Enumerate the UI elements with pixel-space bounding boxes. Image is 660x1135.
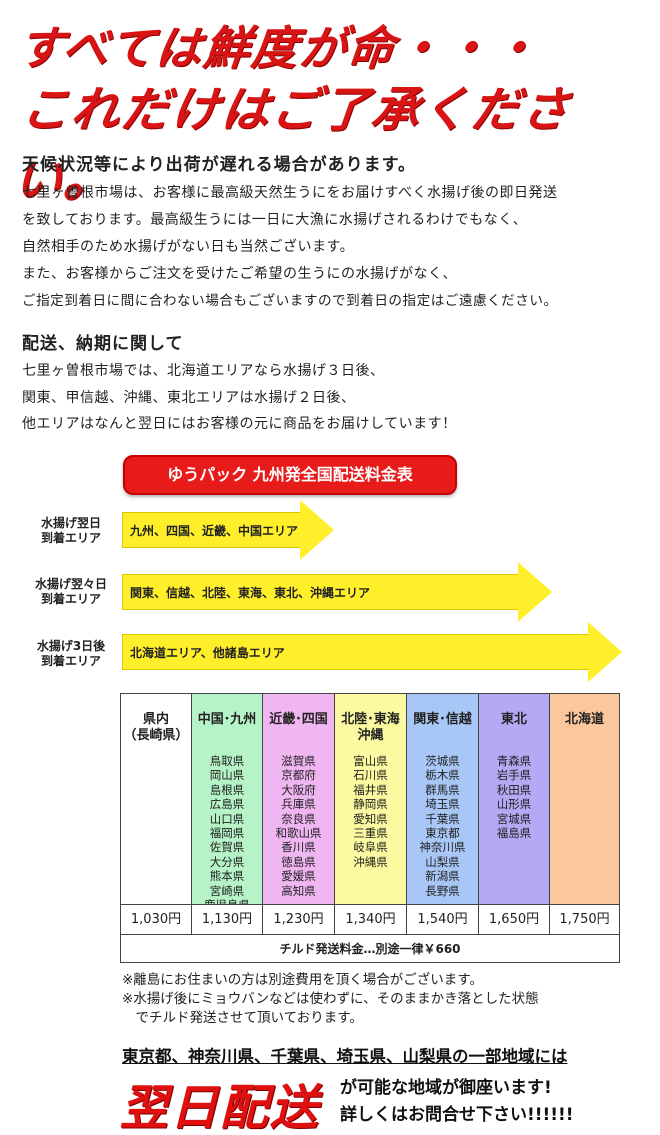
arrow-label-line: 水揚げ翌日 [40,516,101,530]
arrow-text: 北海道エリア、他諸島エリア [130,646,285,660]
arrow-text: 関東、信越、北陸、東海、東北、沖縄エリア [130,586,371,600]
arrow-label-two-days: 水揚げ翌々日 到着エリア [28,577,114,607]
weather-line-2: を致しております。最高級生うには一日に大漁に水揚げされるわけでもなく、 [22,212,528,228]
delivery-line-3: 他エリアはなんと翌日にはお客様の元に商品をお届けしています！ [22,416,457,432]
arrow-label-line: 水揚げ3日後 [36,639,106,653]
column-price: 1,340円 [335,904,406,934]
available-text: が可能な地域が御座います! [340,1078,552,1098]
note-alum: ※水揚げ後にミョウバンなどは使わずに、そのままかき落とした状態 [122,991,539,1007]
weather-title: 天候状況等により出荷が遅れる場合があります。 [22,155,416,175]
column-price: 1,650円 [479,904,549,934]
arrow-two-days: 関東、信越、北陸、東海、東北、沖縄エリア [122,562,552,622]
column-prefectures: 青森県 岩手県 秋田県 山形県 宮城県 福島県 [496,754,532,841]
next-day-delivery-heading: 翌日配送 [120,1080,321,1135]
contact-text: 詳しくはお問合せ下さい!!!!!! [340,1105,574,1125]
column-head: 県内 （長崎県） [123,712,189,743]
rate-column-chugoku-kyushu: 中国･九州 鳥取県 岡山県 島根県 広島県 山口県 福岡県 佐賀県 大分県 熊本… [192,694,263,934]
weather-line-1: 七里ヶ曽根市場は、お客様に最高級天然生うにをお届けすべく水揚げ後の即日発送 [22,185,558,201]
column-price: 1,030円 [121,904,191,934]
delivery-line-1: 七里ヶ曽根市場では、北海道エリアなら水揚げ３日後、 [22,363,385,379]
column-price: 1,230円 [263,904,334,934]
column-head: 中国･九州 [197,712,257,727]
column-head: 近畿･四国 [269,712,328,727]
column-head: 北海道 [564,712,604,727]
arrow-label-next-day: 水揚げ翌日 到着エリア [28,516,114,546]
note-chilled: でチルド発送させて頂いております。 [122,1010,363,1026]
chilled-fee: チルド発送料金…別途一律￥660 [121,934,619,963]
weather-line-5: ご指定到着日に間に合わない場合もございますので到着日の指定はご遠慮ください。 [22,293,558,309]
column-head: 関東･信越 [413,712,472,727]
arrow-label-three-days: 水揚げ3日後 到着エリア [28,639,114,669]
column-price: 1,540円 [407,904,478,934]
arrow-text: 九州、四国、近畿、中国エリア [130,524,299,538]
rate-column-hokuriku-tokai-okinawa: 北陸･東海 沖縄 富山県 石川県 福井県 静岡県 愛知県 三重県 岐阜県 沖縄県… [335,694,407,934]
note-islands: ※離島にお住まいの方は別途費用を頂く場合がございます。 [122,972,483,988]
headline-line-1: すべては鮮度が命・・・ [14,21,543,75]
shipping-rate-table: 県内 （長崎県） 1,030円 中国･九州 鳥取県 岡山県 島根県 広島県 山口… [120,693,620,963]
arrow-label-line: 到着エリア [40,592,101,606]
arrow-label-line: 到着エリア [40,531,101,545]
delivery-title: 配送、納期に関して [22,334,184,354]
next-day-regions: 東京都、神奈川県、千葉県、埼玉県、山梨県の一部地域には [122,1047,568,1066]
column-head: 北陸･東海 沖縄 [341,712,400,743]
column-prefectures: 滋賀県 京都府 大阪府 兵庫県 奈良県 和歌山県 香川県 徳島県 愛媛県 高知県 [275,754,322,898]
arrow-next-day: 九州、四国、近畿、中国エリア [122,500,334,560]
shipping-rate-banner: ゆうパック 九州発全国配送料金表 [123,455,457,495]
column-prefectures: 茨城県 栃木県 群馬県 埼玉県 千葉県 東京都 神奈川県 山梨県 新潟県 長野県 [419,754,466,898]
delivery-line-2: 関東、甲信越、沖縄、東北エリアは水揚げ２日後、 [22,390,356,406]
column-price: 1,750円 [550,904,619,934]
arrow-label-line: 水揚げ翌々日 [34,577,107,591]
arrow-three-days: 北海道エリア、他諸島エリア [122,622,622,682]
arrow-label-line: 到着エリア [40,654,101,668]
rate-column-hokkaido: 北海道 1,750円 [550,694,619,934]
rate-column-tohoku: 東北 青森県 岩手県 秋田県 山形県 宮城県 福島県 1,650円 [479,694,550,934]
column-head: 東北 [500,712,527,727]
weather-line-3: 自然相手のため水揚げがない日も当然ございます。 [22,239,355,255]
column-prefectures: 富山県 石川県 福井県 静岡県 愛知県 三重県 岐阜県 沖縄県 [353,754,388,869]
column-price: 1,130円 [192,904,262,934]
rate-column-nagasaki: 県内 （長崎県） 1,030円 [121,694,192,934]
rate-column-kinki-shikoku: 近畿･四国 滋賀県 京都府 大阪府 兵庫県 奈良県 和歌山県 香川県 徳島県 愛… [263,694,335,934]
rate-column-kanto-shinetsu: 関東･信越 茨城県 栃木県 群馬県 埼玉県 千葉県 東京都 神奈川県 山梨県 新… [407,694,479,934]
column-prefectures: 鳥取県 岡山県 島根県 広島県 山口県 福岡県 佐賀県 大分県 熊本県 宮崎県 … [204,754,250,912]
weather-line-4: また、お客様からご注文を受けたご希望の生うにの水揚げがなく、 [22,266,457,282]
